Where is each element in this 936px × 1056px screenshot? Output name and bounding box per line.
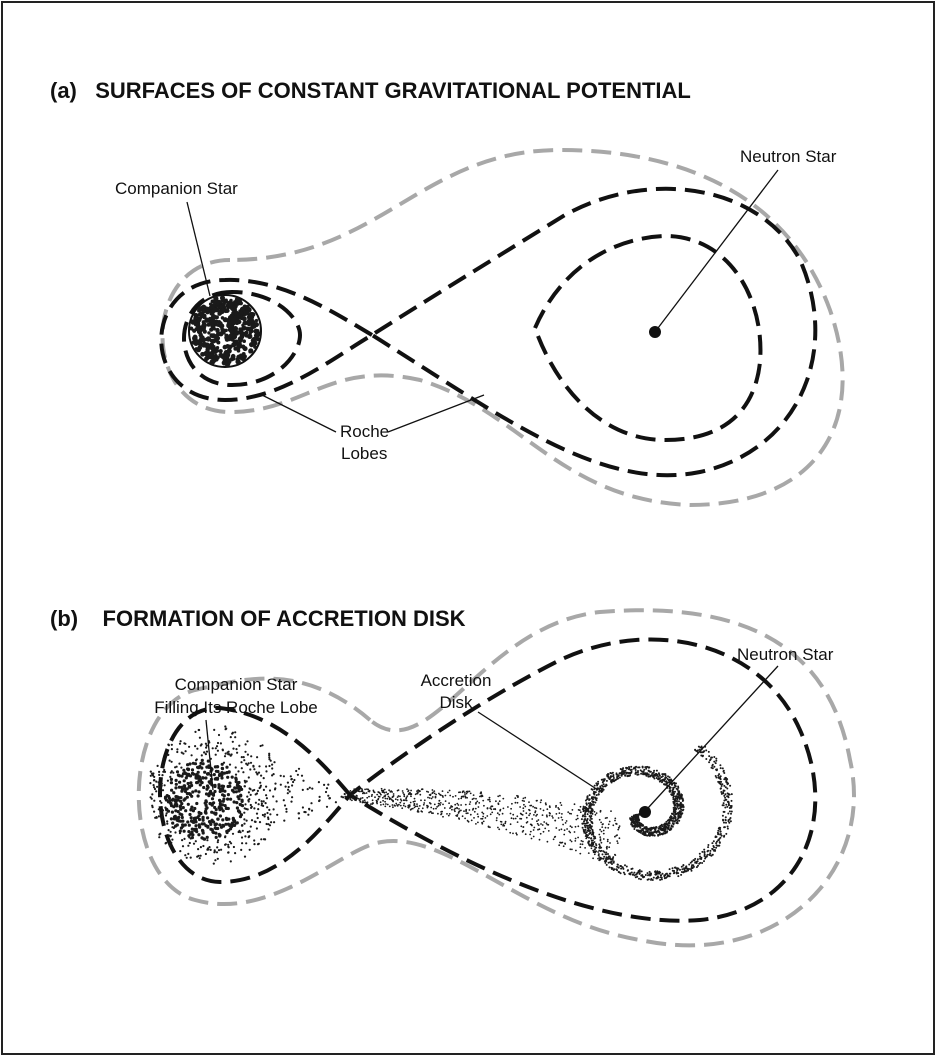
roche-lobe-contour	[159, 186, 818, 478]
panel-a: (a) SURFACES OF CONSTANT GRAVITATIONAL P…	[50, 78, 845, 507]
accretion-disk-label-line1: Accretion	[421, 671, 492, 690]
companion-star-label: Companion Star	[115, 179, 238, 198]
panel-b-title: (b) FORMATION OF ACCRETION DISK	[50, 606, 466, 631]
mass-transfer-stream	[349, 787, 621, 866]
accretion-disk-label-line2: Disk	[439, 693, 473, 712]
neutron-star-b	[639, 806, 651, 818]
inner-companion-contour	[182, 290, 302, 387]
panel-b: (b) FORMATION OF ACCRETION DISK Neutron …	[50, 606, 856, 948]
outer-equipotential-contour	[160, 148, 845, 507]
neutron-star-label: Neutron Star	[740, 147, 837, 166]
outer-equipotential-contour-b	[136, 608, 856, 948]
neutron-star-leader	[657, 169, 779, 329]
roche-lobes-label-line1: Roche	[340, 422, 389, 441]
accretion-disk	[580, 745, 733, 881]
companion-filling-leader	[205, 719, 214, 791]
panel-a-title: (a) SURFACES OF CONSTANT GRAVITATIONAL P…	[50, 78, 691, 103]
roche-lobes-leader-right	[387, 394, 485, 433]
neutron-star-leader-b	[647, 665, 779, 809]
neutron-star	[649, 326, 661, 338]
roche-lobes-label-line2: Lobes	[341, 444, 387, 463]
companion-filling-label-line1: Companion Star	[175, 675, 298, 694]
roche-lobe-contour-b	[158, 637, 818, 923]
companion-filling-label-line2: Filling Its Roche Lobe	[154, 698, 317, 717]
roche-lobes-leader-left	[261, 394, 337, 433]
companion-star-filling-lobe	[149, 725, 347, 865]
companion-star-leader	[186, 201, 211, 297]
inner-neutron-contour	[533, 234, 763, 442]
neutron-star-label-b: Neutron Star	[737, 645, 834, 664]
accretion-disk-leader	[477, 711, 599, 791]
companion-star-texture	[189, 295, 261, 367]
